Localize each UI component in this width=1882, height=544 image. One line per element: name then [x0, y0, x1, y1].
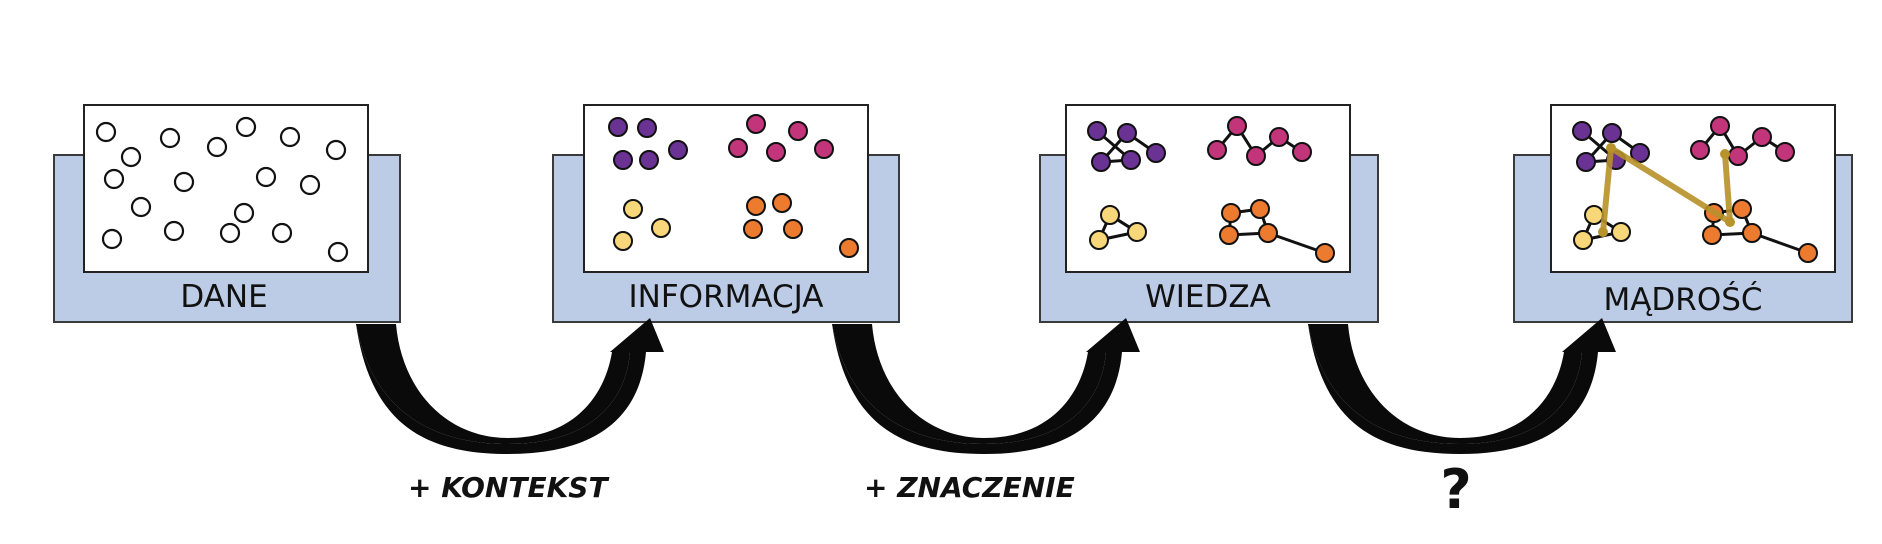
stage-wiedza: WIEDZA	[1039, 104, 1379, 323]
stage-wiedza-purple-nodes	[1087, 121, 1166, 172]
transition-arrow-2	[832, 318, 1140, 454]
stage-wiedza-orange-nodes	[1219, 199, 1335, 263]
stage-dane-data-points	[95, 116, 349, 263]
transition-arrow-3	[1308, 318, 1616, 454]
stage-dane-panel	[83, 104, 369, 273]
stage-informacja-yellow-cluster	[613, 199, 671, 251]
stage-wiedza-magenta-nodes	[1207, 116, 1312, 166]
transition-label-kontekst: + KONTEKST	[408, 471, 609, 504]
stage-madrosc-yellow-nodes	[1573, 205, 1631, 250]
stage-madrosc-magenta-nodes	[1690, 116, 1795, 166]
transition-label-question: ?	[1440, 458, 1471, 521]
stage-dane: DANE	[53, 104, 401, 323]
stage-madrosc: MĄDROŚĆ	[1513, 104, 1853, 323]
stage-informacja-orange-cluster	[743, 193, 859, 258]
stage-wiedza-yellow-nodes	[1089, 205, 1147, 250]
stage-informacja: INFORMACJA	[552, 104, 900, 323]
stage-informacja-magenta-cluster	[728, 114, 834, 162]
stage-madrosc-label: MĄDROŚĆ	[1603, 281, 1762, 318]
stage-informacja-label: INFORMACJA	[629, 279, 824, 315]
stage-dane-label: DANE	[180, 279, 267, 315]
stage-madrosc-wisdom-nodes	[1598, 143, 1735, 237]
stage-informacja-purple-cluster	[608, 117, 688, 170]
stage-wiedza-label: WIEDZA	[1145, 279, 1271, 315]
transition-label-znaczenie: + ZNACZENIE	[864, 471, 1075, 504]
stage-madrosc-wisdom-links	[1600, 145, 1733, 235]
transition-arrow-1	[356, 318, 664, 454]
